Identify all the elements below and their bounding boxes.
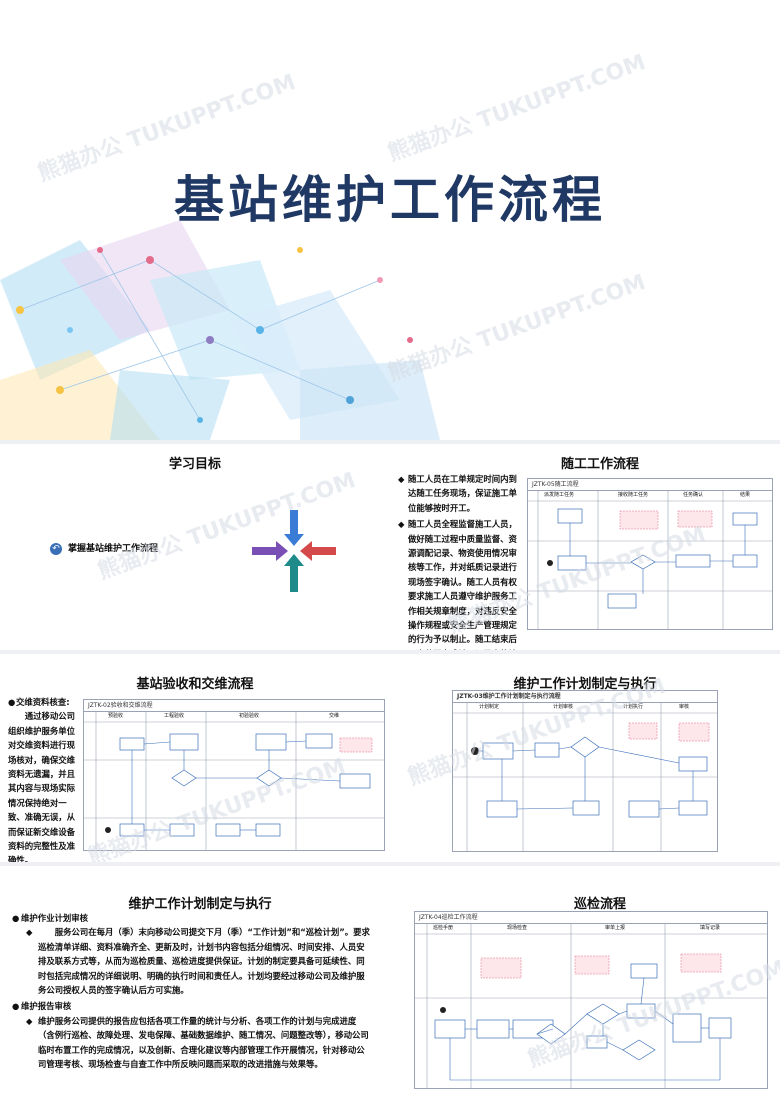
swimlane-chart [528, 491, 772, 629]
column-label: 工程验收 [164, 713, 185, 719]
bullet-head: ● 维护报告审核 [12, 999, 372, 1013]
column-label: 审单上报 [605, 925, 626, 931]
bullet-head: ● 交维资料核查: [8, 695, 80, 709]
column-label: 审核 [679, 704, 690, 710]
bullet-icon: ● [12, 1001, 20, 1012]
divider [0, 862, 780, 866]
column-label: 计划执行 [623, 704, 644, 710]
column-label: 巡检手册 [433, 925, 454, 931]
diagram-header: JZTK-05随工流程 [528, 479, 772, 491]
back-arrow-icon: ↶ [50, 543, 62, 555]
slide-inspection: 维护工作计划制定与执行 ● 维护作业计划审核 ◆ 服务公司在每月（季）末向移动公… [0, 866, 780, 1102]
bullet-body: ◆ 服务公司在每月（季）末向移动公司提交下月（季）“工作计划”和“巡检计划”。要… [26, 927, 370, 996]
page-title: 基站维护工作流程 [174, 171, 606, 229]
slide-cover: 基站维护工作流程 熊猫办公 TUKUPPT.COM 熊猫办公 TUKUPPT.C… [0, 0, 780, 440]
flow-diagram: JZTK-05随工流程 派发随工任务 接 [527, 478, 773, 630]
column-label: 交维 [329, 713, 340, 719]
column-label: 初验验收 [239, 713, 260, 719]
diagram-header: JZTK-02验收和交维流程 [84, 700, 384, 712]
column-label: 派发随工任务 [544, 492, 575, 498]
bullet-item: ◆ 随工人员在工单规定时间内到达随工任务现场，保证施工单位能够按时开工。 [398, 472, 522, 515]
bullet-icon: ◆ [398, 519, 405, 530]
bullet-item: ◆ 随工人员全程监督施工人员，做好随工过程中质量监督、资源调配记录、物资使用情况… [398, 517, 522, 650]
diamond-bullet-icon: ◆ [26, 927, 33, 938]
column-label: 计划审核 [553, 704, 574, 710]
section-title: 巡检流程 [573, 897, 626, 912]
swimlane-chart [415, 924, 767, 1088]
bullet-head: ● 维护作业计划审核 [12, 911, 372, 925]
objective-item: ↶ 掌握基站维护工作流程 [50, 543, 250, 557]
column-label: 任务确认 [683, 492, 704, 498]
flow-diagram: JZTK-02验收和交维流程 [83, 699, 385, 851]
converging-arrows-icon [252, 510, 336, 592]
diamond-bullet-icon: ◆ [26, 1015, 33, 1026]
objective-text: 掌握基站维护工作流程 [68, 544, 159, 554]
section-title: 学习目标 [168, 457, 221, 472]
column-label: 现场检查 [507, 925, 528, 931]
column-label: 接收随工任务 [618, 492, 649, 498]
diagram-header: JZTK-04巡检工作流程 [415, 912, 767, 924]
watermark: 熊猫办公 TUKUPPT.COM [384, 50, 650, 167]
bullet-list: ● 维护作业计划审核 ◆ 服务公司在每月（季）末向移动公司提交下月（季）“工作计… [12, 911, 372, 1071]
divider [0, 440, 780, 444]
flow-diagram: JZTK-04巡检工作流程 [414, 911, 768, 1089]
bullet-icon: ● [12, 913, 20, 923]
flow-diagram: JZTK-03维护工作计划制定与执行流程 [452, 690, 718, 852]
bullet-icon: ● [8, 697, 16, 707]
bullet-text: 随工人员全程监督施工人员，做好随工过程中质量监督、资源调配记录、物资使用情况审核… [408, 519, 517, 650]
bullet-text: 随工人员在工单规定时间内到达随工任务现场，保证施工单位能够按时开工。 [408, 474, 517, 513]
bullet-body: ◆ 维护服务公司提供的报告应包括各项工作量的统计与分析、各项工作的计划与完成进度… [26, 1015, 369, 1070]
section-title: 随工工作流程 [560, 457, 639, 472]
swimlane-chart [453, 703, 717, 851]
diagram-header: JZTK-03维护工作计划制定与执行流程 [453, 691, 717, 703]
bullet-body: 通过移动公司组织维护服务单位对交维资料进行现场核对，确保交维资料无遗漏，并且其内… [8, 711, 76, 862]
bullet-list: ◆ 随工人员在工单规定时间内到达随工任务现场，保证施工单位能够按时开工。 ◆ 随… [398, 472, 522, 650]
slide-objective: 学习目标 ↶ 掌握基站维护工作流程 随工工作流程 ◆ 随工人员在工单规定时间内到… [0, 444, 780, 650]
divider [0, 650, 780, 654]
column-label: 计划制定 [479, 704, 500, 710]
slide-acceptance: 基站验收和交维流程 ● 交维资料核查: 通过移动公司组织维护服务单位对交维资料进… [0, 654, 780, 862]
column-label: 填写记录 [700, 925, 721, 931]
swimlane-chart [84, 712, 384, 850]
bullet-block: ● 交维资料核查: 通过移动公司组织维护服务单位对交维资料进行现场核对，确保交维… [8, 695, 80, 862]
column-label: 预验收 [108, 713, 124, 719]
section-title: 维护工作计划制定与执行 [513, 677, 657, 692]
bullet-icon: ◆ [398, 474, 405, 484]
column-label: 结果 [740, 492, 751, 498]
section-title: 基站验收和交维流程 [136, 677, 254, 692]
section-title: 维护工作计划制定与执行 [128, 897, 272, 912]
geometric-decoration [0, 220, 440, 440]
